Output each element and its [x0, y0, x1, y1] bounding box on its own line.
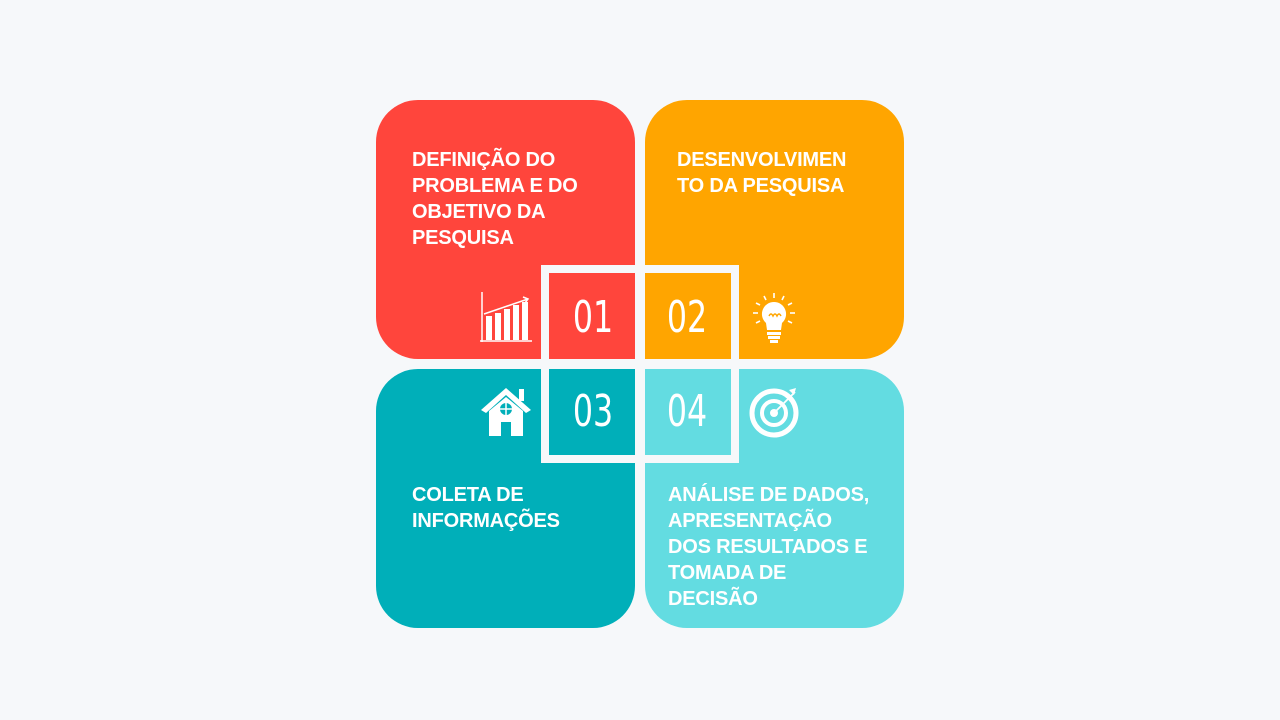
- title-line: ANÁLISE DE DADOS,: [668, 484, 870, 506]
- step-02-number: 02: [666, 291, 708, 343]
- step-03-card: COLETA DE INFORMAÇÕES: [376, 369, 635, 628]
- title-line: PROBLEMA E DO: [412, 175, 578, 197]
- step-01-number-box: 01: [551, 275, 635, 359]
- title-line: COLETA DE: [412, 484, 524, 506]
- step-02-title: DESENVOLVIMEN TO DA PESQUISA: [677, 147, 846, 199]
- title-line: TOMADA DE: [668, 562, 787, 584]
- title-line: INFORMAÇÕES: [412, 510, 560, 532]
- step-02-number-box: 02: [645, 275, 729, 359]
- title-line: APRESENTAÇÃO: [668, 510, 832, 532]
- light-bulb-icon: [753, 293, 795, 343]
- step-01-number: 01: [572, 291, 614, 343]
- step-03-number: 03: [572, 385, 614, 437]
- title-line: DOS RESULTADOS E: [668, 536, 868, 558]
- step-01-title: DEFINIÇÃO DO PROBLEMA E DO OBJETIVO DA P…: [412, 147, 578, 251]
- title-line: PESQUISA: [412, 227, 514, 249]
- step-04-number-box: 04: [645, 369, 729, 453]
- step-04-number: 04: [666, 385, 708, 437]
- step-03-title: COLETA DE INFORMAÇÕES: [412, 482, 560, 534]
- title-line: DEFINIÇÃO DO: [412, 149, 556, 171]
- center-divider-horizontal: [541, 359, 739, 369]
- title-line: DESENVOLVIMEN: [677, 149, 847, 171]
- title-line: OBJETIVO DA: [412, 201, 546, 223]
- house-icon: [481, 388, 531, 436]
- title-line: DECISÃO: [668, 588, 758, 610]
- bar-chart-growth-icon: [480, 292, 532, 342]
- step-04-title: ANÁLISE DE DADOS, APRESENTAÇÃO DOS RESUL…: [668, 482, 869, 612]
- target-icon: [749, 388, 799, 438]
- title-line: TO DA PESQUISA: [677, 175, 845, 197]
- step-03-number-box: 03: [551, 369, 635, 453]
